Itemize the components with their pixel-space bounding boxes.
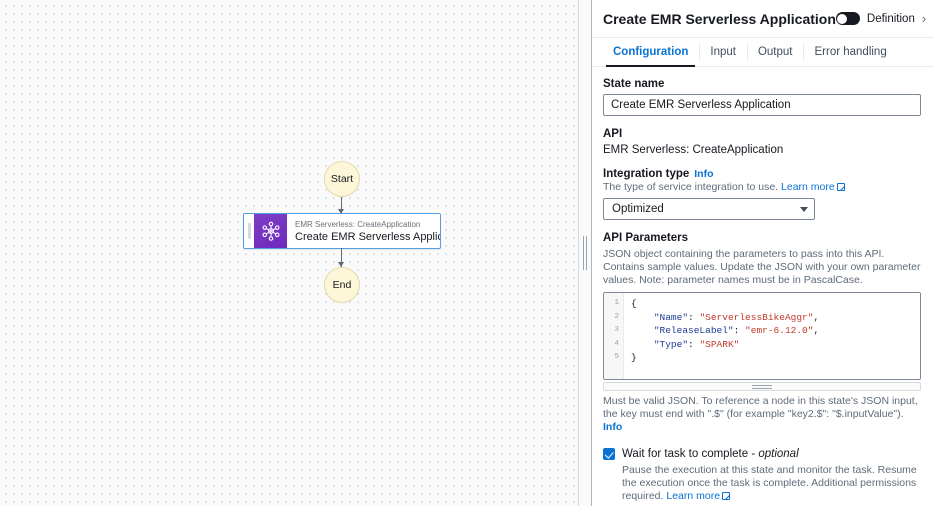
drag-handle-icon[interactable] <box>244 214 254 248</box>
wait-for-task-label-text: Wait for task to complete - <box>622 448 759 460</box>
tab-configuration[interactable]: Configuration <box>602 38 699 67</box>
tab-output[interactable]: Output <box>746 38 804 66</box>
integration-type-label-row: Integration type Info <box>603 168 921 180</box>
api-parameters-footer: Must be valid JSON. To reference a node … <box>603 395 921 434</box>
emr-serverless-icon <box>254 214 287 248</box>
edge-arrow-start <box>338 209 344 214</box>
panel-header: Create EMR Serverless Application Defini… <box>592 0 934 38</box>
integration-type-select[interactable]: Optimized <box>603 198 815 220</box>
editor-resize-grip-icon[interactable] <box>752 385 772 391</box>
tab-error-handling-label: Error handling <box>814 46 887 58</box>
start-node[interactable]: Start <box>324 161 360 197</box>
state-name-input[interactable] <box>603 94 921 116</box>
state-node-create-emr-serverless-application[interactable]: EMR Serverless: CreateApplication Create… <box>243 213 441 249</box>
external-link-icon <box>836 183 845 191</box>
wait-for-task-description-text: Pause the execution at this state and mo… <box>622 464 917 502</box>
editor-line-number: 5 <box>614 353 619 361</box>
api-parameters-info-link[interactable]: Info <box>603 421 623 433</box>
editor-code-line: "Name": "ServerlessBikeAggr", <box>653 311 820 323</box>
panel-tabs: Configuration Input Output Error handlin… <box>592 38 934 67</box>
tab-input-label: Input <box>710 46 736 58</box>
splitter-grip-icon[interactable] <box>583 236 587 270</box>
wait-for-task-row: Wait for task to complete - optional <box>603 447 921 461</box>
tab-configuration-label: Configuration <box>613 46 689 58</box>
editor-line-numbers: 1 2 3 4 5 <box>604 293 624 379</box>
state-config-panel: Create EMR Serverless Application Defini… <box>592 0 934 506</box>
editor-line-number: 3 <box>614 326 619 334</box>
integration-type-hint-text: The type of service integration to use. <box>603 181 779 193</box>
wait-for-task-optional-text: optional <box>758 448 799 460</box>
api-value: EMR Serverless: CreateApplication <box>603 144 784 156</box>
api-label: API <box>603 128 623 140</box>
api-parameters-description: JSON object containing the parameters to… <box>603 248 921 286</box>
api-section: API EMR Serverless: CreateApplication <box>603 128 921 156</box>
panel-header-actions: Definition › <box>835 11 927 26</box>
wait-for-task-description: Pause the execution at this state and mo… <box>603 464 921 503</box>
editor-code-line: } <box>631 352 637 363</box>
end-node[interactable]: End <box>324 267 360 303</box>
workflow-graph: Start <box>243 161 441 303</box>
wait-for-task-label: Wait for task to complete - optional <box>622 447 799 461</box>
workflow-canvas[interactable]: Start <box>0 0 578 506</box>
external-link-icon <box>722 492 731 500</box>
start-node-label: Start <box>330 173 354 185</box>
panel-resize-splitter[interactable] <box>578 0 592 506</box>
state-node-text: EMR Serverless: CreateApplication Create… <box>287 214 440 248</box>
panel-body: State name API EMR Serverless: CreateApp… <box>592 67 934 506</box>
editor-resize-scrollbar[interactable] <box>603 382 921 391</box>
tab-output-label: Output <box>757 46 793 58</box>
integration-type-label: Integration type <box>603 168 690 180</box>
api-parameters-section: API Parameters JSON object containing th… <box>603 232 921 434</box>
integration-type-learn-more-link[interactable]: Learn more <box>781 181 835 193</box>
edge-arrow-end <box>338 262 344 267</box>
editor-code-line: { <box>631 298 637 309</box>
api-parameters-json-editor[interactable]: 1 2 3 4 5 { "Name": "ServerlessBikeAggr", "R… <box>603 292 921 380</box>
chevron-down-icon <box>800 206 808 212</box>
editor-code-line: "ReleaseLabel": "emr-6.12.0", <box>653 325 820 336</box>
tab-error-handling[interactable]: Error handling <box>803 38 897 66</box>
definition-toggle-label: Definition <box>866 12 915 25</box>
editor-code-line: "Type": "SPARK" <box>653 338 740 350</box>
edge-state-to-end <box>341 248 342 267</box>
state-name-label: State name <box>603 78 665 90</box>
end-node-label: End <box>332 279 352 291</box>
edge-start-to-state <box>341 197 342 214</box>
panel-title: Create EMR Serverless Application <box>603 10 836 27</box>
state-node-title: Create EMR Serverless Application <box>295 230 440 243</box>
wait-for-task-learn-more-link[interactable]: Learn more <box>666 490 721 502</box>
editor-code-content[interactable]: { "Name": "ServerlessBikeAggr", "Release… <box>624 293 920 379</box>
integration-type-info-link[interactable]: Info <box>694 168 714 180</box>
integration-type-section: Integration type Info The type of servic… <box>603 168 921 220</box>
editor-line-number: 4 <box>614 339 619 348</box>
collapse-panel-chevron-icon[interactable]: › <box>921 11 927 26</box>
editor-line-number: 1 <box>614 299 619 307</box>
toggle-knob <box>837 13 848 24</box>
api-parameters-footer-text: Must be valid JSON. To reference a node … <box>603 395 918 420</box>
definition-toggle[interactable] <box>835 12 860 25</box>
tab-input[interactable]: Input <box>699 38 747 66</box>
integration-type-selected-value: Optimized <box>612 203 664 215</box>
wait-for-task-checkbox[interactable] <box>603 448 615 460</box>
integration-type-hint: The type of service integration to use. … <box>603 181 921 194</box>
editor-line-number: 2 <box>614 312 619 321</box>
api-parameters-label: API Parameters <box>603 232 689 244</box>
state-node-subtitle: EMR Serverless: CreateApplication <box>295 219 421 229</box>
